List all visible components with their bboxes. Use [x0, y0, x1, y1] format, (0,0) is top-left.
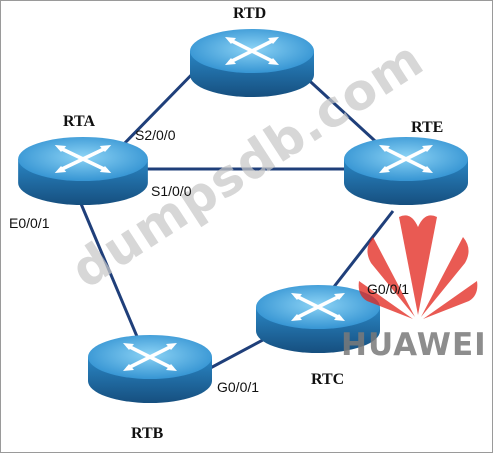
interface-label-rtb-g001: G0/0/1	[217, 379, 260, 395]
interface-label-rta-e001: E0/0/1	[9, 215, 50, 231]
router-label-rtd: RTD	[233, 5, 267, 22]
router-label-rta: RTA	[63, 113, 96, 130]
router-label-rtc: RTC	[311, 371, 345, 388]
router-label-rtb: RTB	[131, 425, 164, 442]
link-rta-rtb	[77, 198, 143, 347]
link-rtd-rte	[299, 71, 388, 153]
interface-label-rta-s200: S2/0/0	[135, 127, 176, 143]
interface-label-rta-s100: S1/0/0	[151, 183, 192, 199]
router-rtd-icon	[190, 29, 314, 97]
router-rtc-icon	[256, 285, 380, 353]
interface-label-rtc-g001: G0/0/1	[367, 281, 410, 297]
huawei-wordmark: HUAWEI	[341, 327, 487, 363]
huawei-logo-icon	[358, 215, 478, 319]
link-rta-rtd	[117, 61, 205, 151]
router-rta-icon	[18, 137, 148, 205]
router-label-rte: RTE	[411, 119, 444, 136]
router-rte-icon	[344, 137, 468, 205]
router-rtb-icon	[88, 335, 212, 403]
